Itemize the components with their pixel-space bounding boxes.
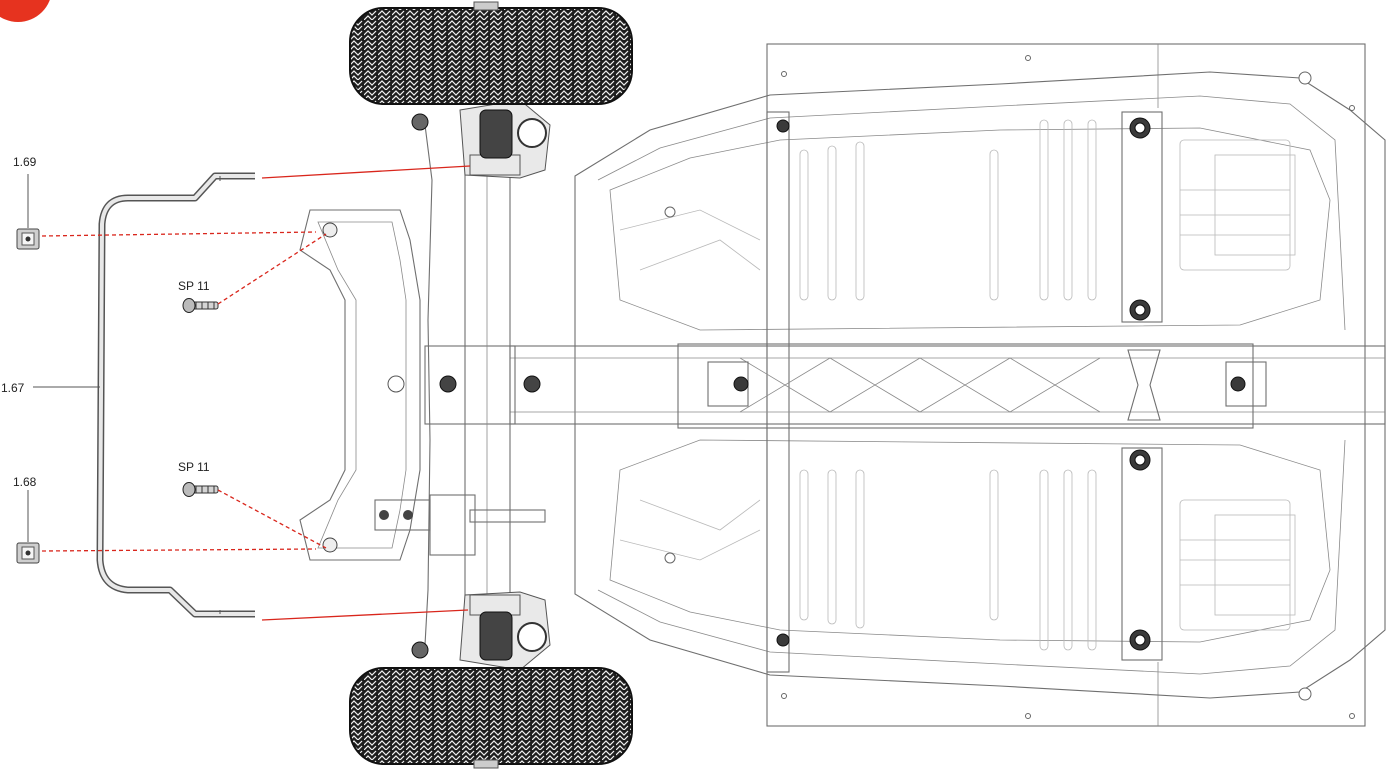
leader-clip-lower <box>41 548 317 552</box>
clip-part-lower <box>16 542 40 564</box>
leader-screw-lower <box>217 489 327 549</box>
leader-clip-upper <box>41 231 317 237</box>
leader-bumper-top <box>261 165 471 179</box>
callout-1-69: 1.69 <box>13 155 37 169</box>
step-badge <box>0 0 50 22</box>
callout-1-68: 1.68 <box>13 475 37 489</box>
front-wheel-top <box>349 1 633 105</box>
assembly-leader-lines <box>41 165 471 621</box>
leader-screw-upper <box>217 233 327 305</box>
front-wheel-bottom <box>349 667 633 769</box>
front-bumper-part <box>96 172 255 618</box>
callout-leader-lines <box>27 174 100 542</box>
callout-1-67: 1.67 <box>1 381 25 395</box>
callout-sp11-upper: SP 11 <box>178 279 210 293</box>
callout-sp11-lower: SP 11 <box>178 460 210 474</box>
front-axle-assembly <box>299 99 551 671</box>
clip-part-upper <box>16 228 40 250</box>
screw-part-upper <box>182 298 219 313</box>
leader-bumper-bottom <box>261 609 469 621</box>
screw-part-lower <box>182 482 219 497</box>
chassis-floor <box>509 43 1386 727</box>
